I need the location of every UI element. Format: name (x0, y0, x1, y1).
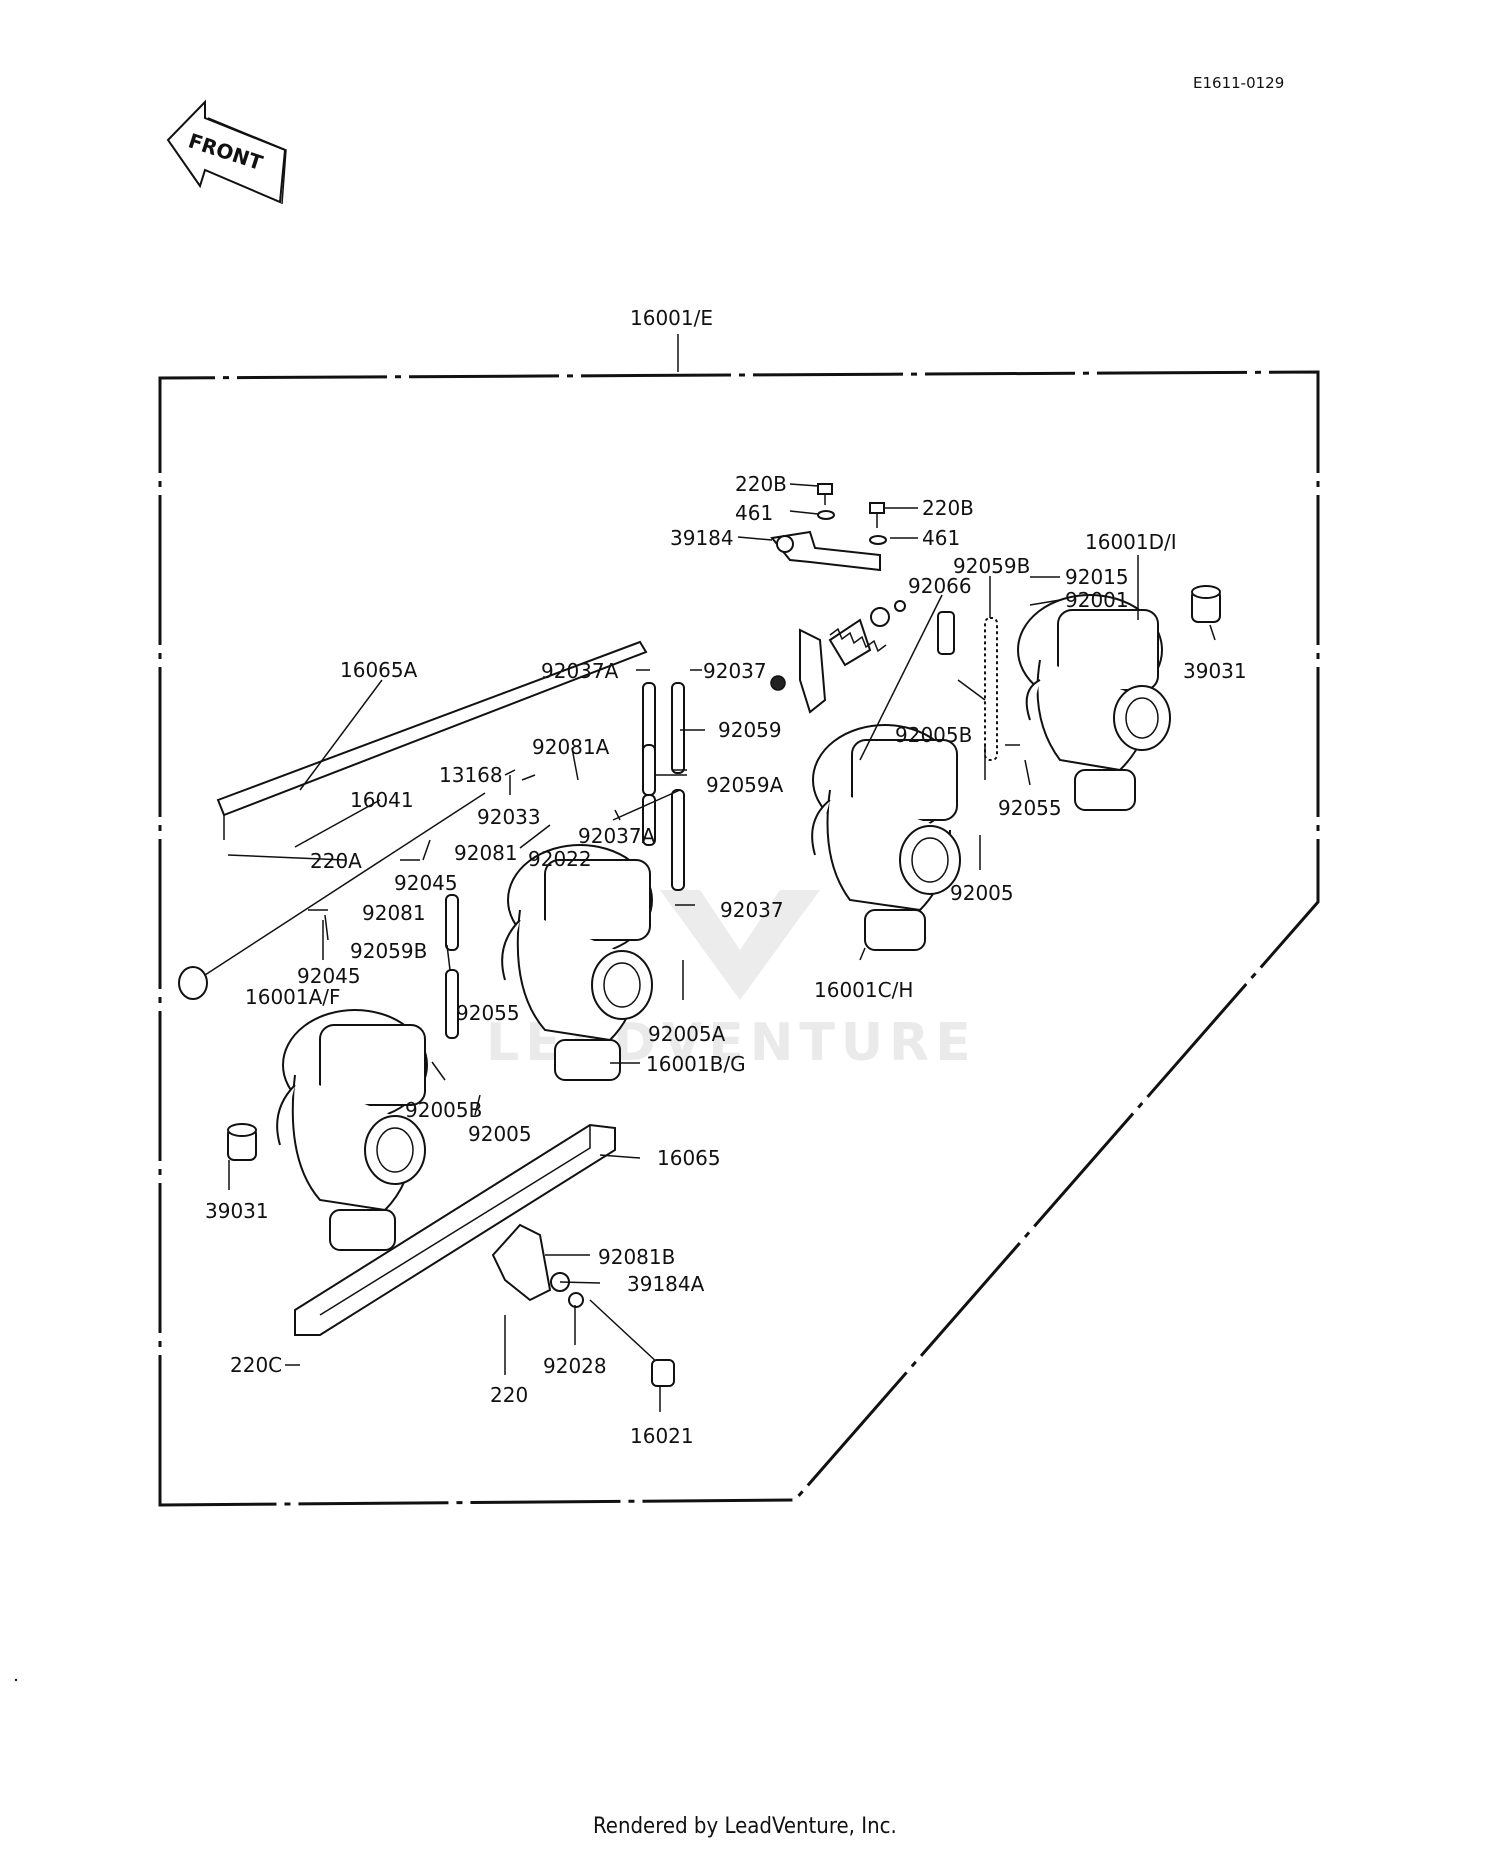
callout-label: 92081 (454, 841, 518, 865)
callout-label: 92055 (998, 796, 1062, 820)
callout-labels: 220B 461 220B 461 39184 92059B 16001D/I … (205, 472, 1247, 1448)
callout-label: 16041 (350, 788, 414, 812)
assembly-label: 16001/E (630, 306, 713, 330)
callout-label: 92028 (543, 1354, 607, 1378)
callout-label: 92059A (706, 773, 784, 797)
callout-label: 92081 (362, 901, 426, 925)
callout-label: 92045 (394, 871, 458, 895)
callout-label: 92037 (720, 898, 784, 922)
leader-lines (227, 483, 1216, 1412)
callout-label: 39184A (627, 1272, 705, 1296)
callout-label: 220A (310, 849, 362, 873)
callout-label: 16065 (657, 1146, 721, 1170)
callout-label: 92059B (350, 939, 427, 963)
callout-label: 220B (735, 472, 787, 496)
screws (817, 483, 906, 627)
callout-label: 39184 (670, 526, 734, 550)
callout-label: 92059 (718, 718, 782, 742)
diagram-code: E1611-0129 (1193, 74, 1284, 92)
carburetor-c-h (811, 724, 961, 951)
callout-label: 92055 (456, 1001, 520, 1025)
callout-label: 92059B (953, 554, 1030, 578)
callout-label: 92005 (468, 1122, 532, 1146)
callout-label: 39031 (1183, 659, 1247, 683)
callout-label: 16021 (630, 1424, 694, 1448)
callout-label: 220 (490, 1383, 528, 1407)
front-arrow-icon: FRONT (166, 99, 287, 205)
cap-39031-right (1191, 585, 1221, 623)
callout-label: 92022 (528, 847, 592, 871)
callout-label: 92005B (405, 1098, 482, 1122)
callout-label: 13168 (439, 763, 503, 787)
assembly-frame (158, 334, 1320, 1507)
callout-label: 16065A (340, 658, 418, 682)
callout-label: 92037A (578, 824, 656, 848)
rod-16041 (178, 792, 486, 1000)
callout-label: 92081B (598, 1245, 675, 1269)
callout-label: 92005A (648, 1022, 726, 1046)
callout-label: 461 (922, 526, 960, 550)
callout-label: 92005 (950, 881, 1014, 905)
bracket-16065 (294, 1123, 616, 1336)
callout-label: 461 (735, 501, 773, 525)
callout-label: 39031 (205, 1199, 269, 1223)
cap-39031-left (227, 1123, 257, 1161)
callout-label: 92015 (1065, 565, 1129, 589)
carburetor-b-g (501, 844, 653, 1081)
callout-label: 92005B (895, 723, 972, 747)
callout-label: 220B (922, 496, 974, 520)
fuel-hoses (445, 611, 998, 1039)
callout-label: 220C (230, 1353, 282, 1377)
callout-label: 16001B/G (646, 1052, 746, 1076)
callout-label: 16001C/H (814, 978, 913, 1002)
callout-label: 92001 (1065, 588, 1129, 612)
callout-label: 92033 (477, 805, 541, 829)
callout-label: 92081A (532, 735, 610, 759)
callout-label: 16001A/F (245, 985, 341, 1009)
callout-label: 92045 (297, 964, 361, 988)
spring-92081a (829, 627, 887, 653)
callout-label: 92037 (703, 659, 767, 683)
callout-label: 92037A (541, 659, 619, 683)
callout-label: 92066 (908, 574, 972, 598)
throttle-bracket (770, 530, 881, 714)
footer-credit: Rendered by LeadVenture, Inc. (593, 1814, 897, 1839)
carburetor-d-i (1017, 594, 1171, 811)
bracket-39184a (491, 1223, 584, 1308)
carburetor-a-f (276, 1009, 428, 1251)
screw-16021 (589, 1299, 675, 1387)
callout-label: 16001D/I (1085, 530, 1177, 554)
rail-16065a (216, 640, 648, 840)
